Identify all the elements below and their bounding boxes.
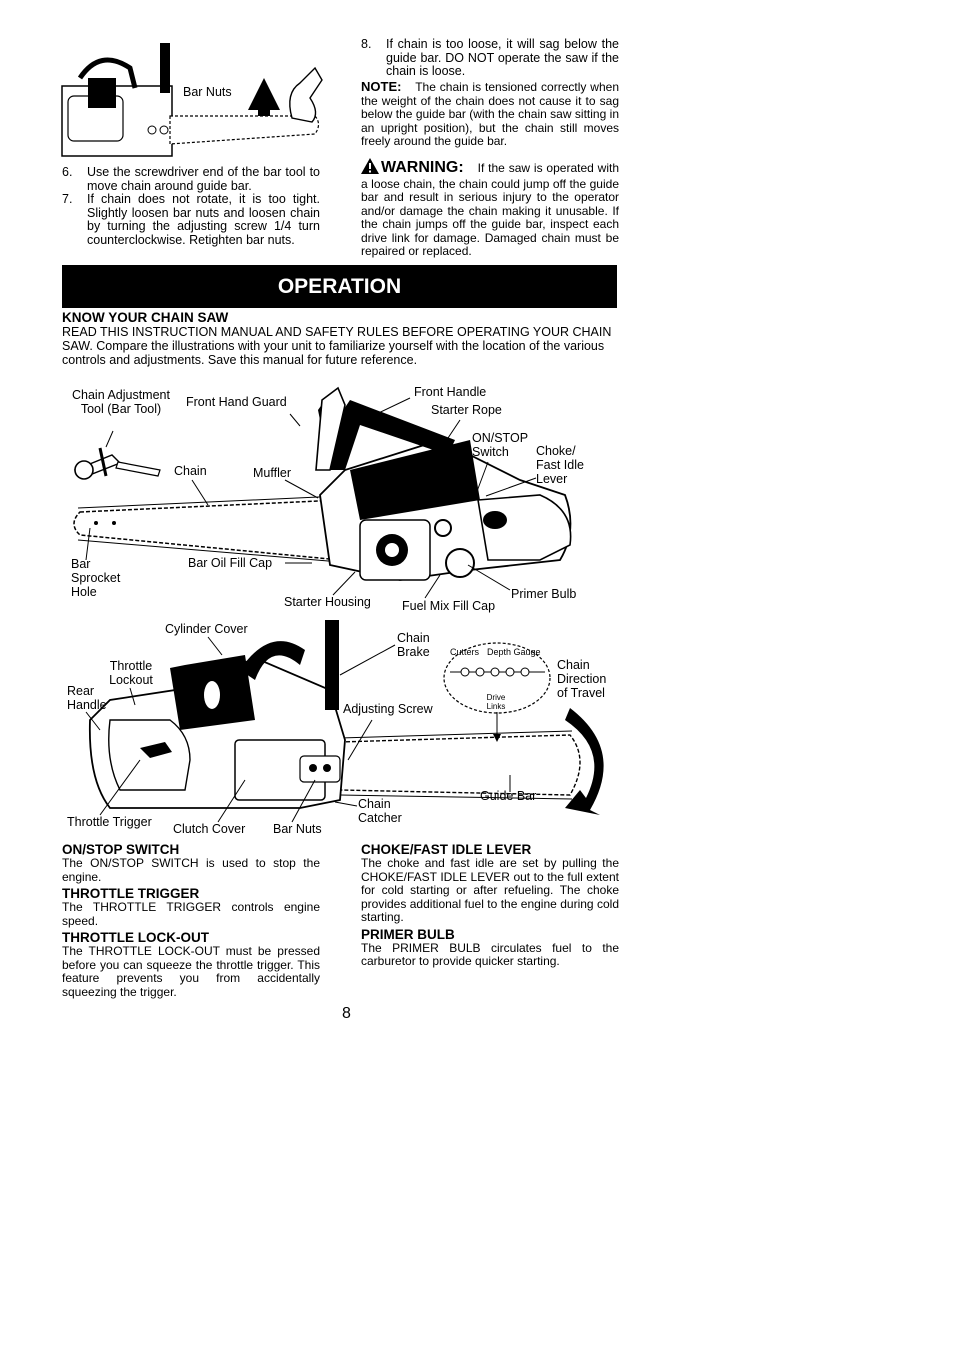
- label-muffler: Muffler: [253, 466, 291, 480]
- note-label: NOTE:: [361, 79, 402, 94]
- page-number: 8: [342, 1005, 351, 1022]
- throttle-lockout-text: The THROTTLE LOCK-OUT must be pressed be…: [62, 944, 320, 999]
- warning-icon: [361, 158, 379, 178]
- label-front-hand-guard: Front Hand Guard: [186, 395, 287, 409]
- label-bar-sprocket-hole: Bar Sprocket Hole: [71, 557, 121, 599]
- warning-label: WARNING:: [381, 159, 464, 176]
- label-guide-bar: Guide Bar: [480, 789, 537, 803]
- chainsaw-bar-nuts-illustration: [61, 43, 323, 157]
- label-front-handle: Front Handle: [414, 385, 487, 399]
- choke-fast-idle-lever-heading: CHOKE/FAST IDLE LEVER: [361, 842, 532, 857]
- chainsaw-front-illustration: [73, 386, 572, 599]
- note-text: The chain is tensioned correctly when th…: [361, 80, 619, 148]
- label-chain-catcher: Chain Catcher: [358, 797, 402, 825]
- step-number: 8.: [361, 37, 372, 51]
- label-chain-adjustment-tool: Chain Adjustment Tool (Bar Tool): [72, 388, 170, 416]
- label-throttle-lockout: Throttle Lockout: [109, 659, 153, 687]
- on-stop-switch-heading: ON/STOP SWITCH: [62, 842, 180, 857]
- chainsaw-side-illustration: [85, 620, 604, 823]
- warning-text: If the saw is operated with a loose chai…: [361, 161, 619, 258]
- step-8: 8. If chain is too loose, it will sag be…: [361, 37, 619, 80]
- step-number: 7.: [62, 192, 73, 206]
- throttle-trigger-heading: THROTTLE TRIGGER: [62, 886, 200, 901]
- primer-bulb-text: The PRIMER BULB circulates fuel to the c…: [361, 940, 619, 968]
- section-title: OPERATION: [277, 274, 402, 298]
- step-number: 6.: [62, 165, 73, 179]
- label-chain: Chain: [174, 464, 207, 478]
- throttle-lockout-heading: THROTTLE LOCK-OUT: [62, 930, 209, 945]
- controls-left-column: ON/STOP SWITCH The ON/STOP SWITCH is use…: [62, 842, 320, 999]
- label-starter-rope: Starter Rope: [431, 403, 502, 417]
- know-your-chain-saw-heading: KNOW YOUR CHAIN SAW: [62, 310, 229, 325]
- label-clutch-cover: Clutch Cover: [173, 822, 246, 836]
- label-on-stop-switch: ON/STOP Switch: [472, 431, 528, 459]
- throttle-trigger-text: The THROTTLE TRIGGER controls engine spe…: [62, 900, 320, 928]
- label-cutters: Cutters: [450, 647, 480, 657]
- label-adjusting-screw: Adjusting Screw: [343, 702, 433, 716]
- label-bar-nuts: Bar Nuts: [273, 822, 322, 836]
- label-primer-bulb: Primer Bulb: [511, 587, 577, 601]
- label-fuel-mix-fill-cap: Fuel Mix Fill Cap: [402, 599, 496, 613]
- label-rear-handle: Rear Handle: [67, 684, 107, 712]
- label-choke-fast-idle-lever: Choke/ Fast Idle Lever: [536, 444, 584, 486]
- step-text: If chain does not rotate, it is too tigh…: [87, 192, 320, 247]
- label-depth-gauge: Depth Gauge: [487, 647, 541, 657]
- primer-bulb-heading: PRIMER BULB: [361, 926, 455, 942]
- chainsaw-diagram-front: Chain Adjustment Tool (Bar Tool) Front H…: [0, 0, 954, 620]
- controls-right-column: CHOKE/FAST IDLE LEVER The choke and fast…: [361, 842, 619, 969]
- bar-nuts-figure: Bar Nuts: [60, 38, 325, 160]
- label-starter-housing: Starter Housing: [284, 595, 371, 609]
- step-7: 7. If chain does not rotate, it is too t…: [62, 192, 320, 263]
- label-bar-oil-fill-cap: Bar Oil Fill Cap: [188, 556, 273, 570]
- label-chain-direction-of-travel: Chain Direction of Travel: [557, 658, 607, 700]
- step-6: 6. Use the screwdriver end of the bar to…: [62, 165, 320, 193]
- label-chain-brake: Chain Brake: [397, 631, 430, 659]
- label-cylinder-cover: Cylinder Cover: [165, 622, 248, 636]
- warning-block: WARNING:If the saw is operated with a lo…: [361, 158, 619, 259]
- section-title-banner: OPERATION: [62, 265, 617, 308]
- know-your-chain-saw-text: READ THIS INSTRUCTION MANUAL AND SAFETY …: [62, 325, 612, 367]
- note-block: NOTE: The chain is tensioned correctly w…: [361, 80, 619, 149]
- choke-fast-idle-lever-text: The choke and fast idle are set by pulli…: [361, 856, 619, 924]
- step-text: Use the screwdriver end of the bar tool …: [87, 165, 320, 193]
- chainsaw-diagram-side: Cylinder Cover Throttle Lockout Rear Han…: [67, 620, 607, 836]
- step-text: If chain is too loose, it will sag below…: [386, 37, 619, 78]
- label-throttle-trigger: Throttle Trigger: [67, 815, 152, 829]
- on-stop-switch-text: The ON/STOP SWITCH is used to stop the e…: [62, 856, 320, 884]
- label-drive-links: Drive Links: [486, 693, 506, 711]
- bar-nuts-label: Bar Nuts: [183, 85, 232, 99]
